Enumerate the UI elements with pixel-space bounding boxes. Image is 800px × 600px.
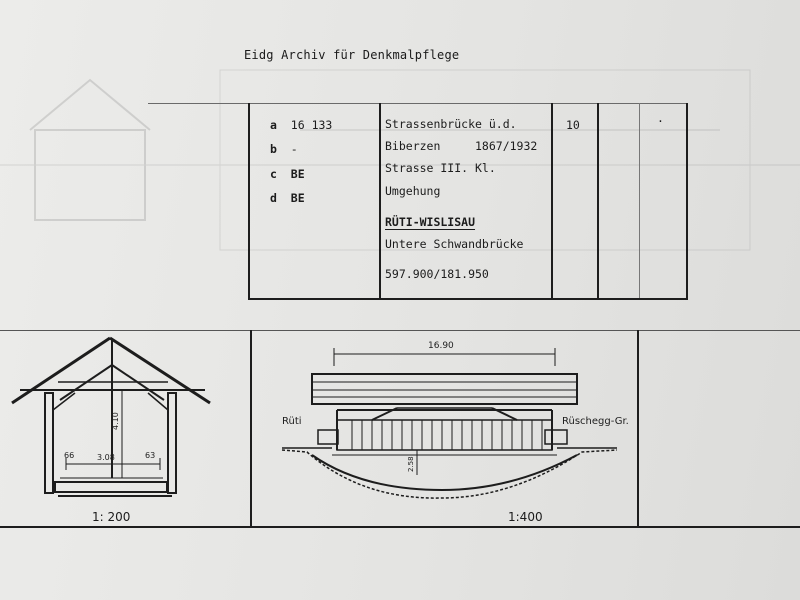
label-key: b xyxy=(270,142,277,156)
card-dot: . xyxy=(657,111,664,125)
label-key: c xyxy=(270,167,277,181)
strip-rule-2 xyxy=(637,330,639,528)
elevation-span: 16.90 xyxy=(428,341,454,351)
desc-place: RÜTI-WISLISAU xyxy=(385,215,476,229)
card-top-rule xyxy=(148,103,688,104)
card-rule-3 xyxy=(551,103,553,299)
section-height: 4.10 xyxy=(111,412,120,430)
section-left-offset: 66 xyxy=(64,451,74,460)
section-right-offset: 63 xyxy=(145,451,155,460)
elevation-left-label: Rüti xyxy=(282,416,302,427)
desc-coordinates: 597.900/181.950 xyxy=(385,267,489,281)
section-width: 3.08 xyxy=(97,453,115,462)
strip-rule-1 xyxy=(250,330,252,528)
label-value: BE xyxy=(290,191,305,205)
strip-bottom-rule xyxy=(0,526,800,528)
card-rule-2 xyxy=(379,103,381,299)
desc-bridge-name: Untere Schwandbrücke xyxy=(385,237,524,251)
archive-title: Eidg Archiv für Denkmalpflege xyxy=(244,48,460,62)
index-card: a 16 133 b - c BE d BE Strassenbrücke ü.… xyxy=(148,103,688,300)
section-scale: 1: 200 xyxy=(92,510,131,524)
card-rule-5 xyxy=(639,103,640,299)
label-value: BE xyxy=(290,167,305,181)
label-key: d xyxy=(270,191,277,205)
elevation-scale: 1:400 xyxy=(508,510,543,524)
desc-line: Umgehung xyxy=(385,184,441,198)
label-value: - xyxy=(290,142,298,156)
label-key: a xyxy=(270,118,277,132)
card-left-rule xyxy=(248,103,250,299)
desc-line: Strassenbrücke ü.d. xyxy=(385,117,517,131)
desc-line: Biberzen 1867/1932 xyxy=(385,139,538,153)
drawing-strip: 4.10 3.08 66 63 1: 200 xyxy=(0,330,800,528)
elevation-clearance: 2.58 xyxy=(407,456,415,472)
bleed-through-ghost xyxy=(0,69,800,251)
strip-top-rule xyxy=(0,330,800,331)
elevation-drawing: 16.90 2.58 Rüti Rüschegg-Gr. xyxy=(281,341,629,499)
card-rule-4 xyxy=(597,103,599,299)
elevation-right-label: Rüschegg-Gr. xyxy=(562,416,629,427)
card-bottom-rule xyxy=(248,298,688,300)
label-value: 16 133 xyxy=(290,118,333,132)
card-right-rule xyxy=(686,103,688,299)
desc-line: Strasse III. Kl. xyxy=(385,161,496,175)
card-number: 10 xyxy=(566,118,580,132)
cross-section-drawing: 4.10 3.08 66 63 xyxy=(11,336,211,497)
